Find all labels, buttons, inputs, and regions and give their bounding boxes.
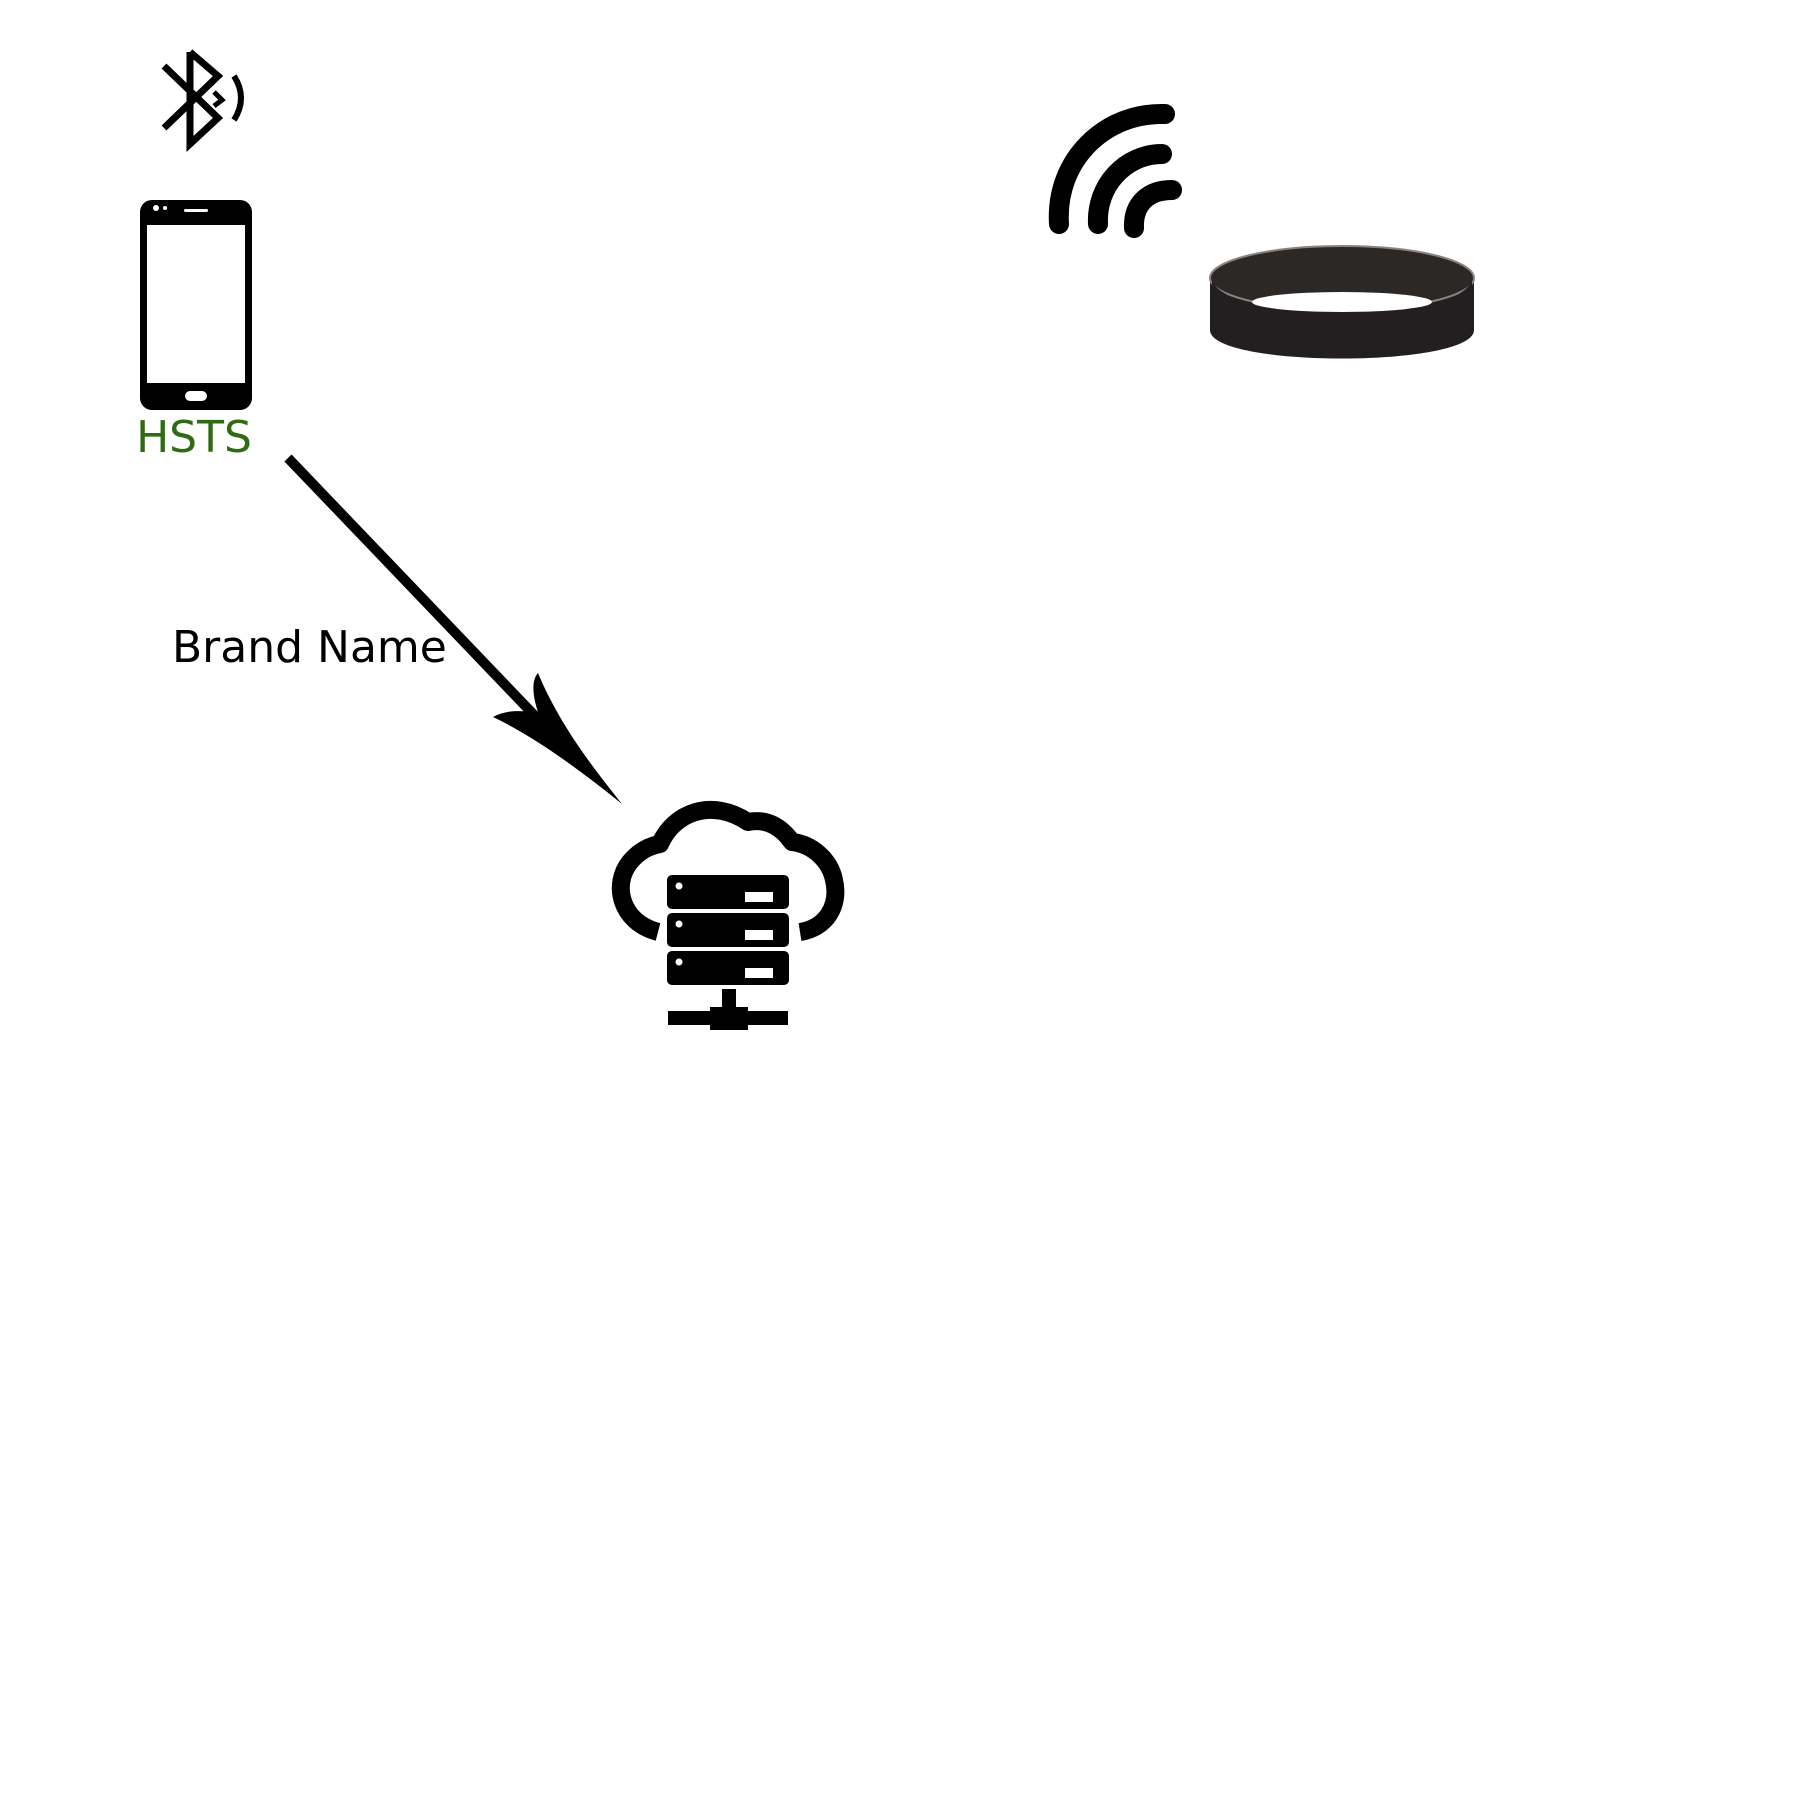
wireless-signal-icon — [1048, 103, 1182, 238]
connection-label: Brand Name — [172, 622, 447, 673]
cloud-server-icon — [611, 800, 845, 1030]
arrow-head — [493, 673, 622, 804]
bluetooth-icon — [161, 49, 244, 153]
connection-arrow — [284, 454, 622, 804]
phone-label: HSTS — [136, 412, 252, 463]
wristband-icon — [1209, 245, 1475, 359]
smartphone-icon — [140, 200, 252, 410]
